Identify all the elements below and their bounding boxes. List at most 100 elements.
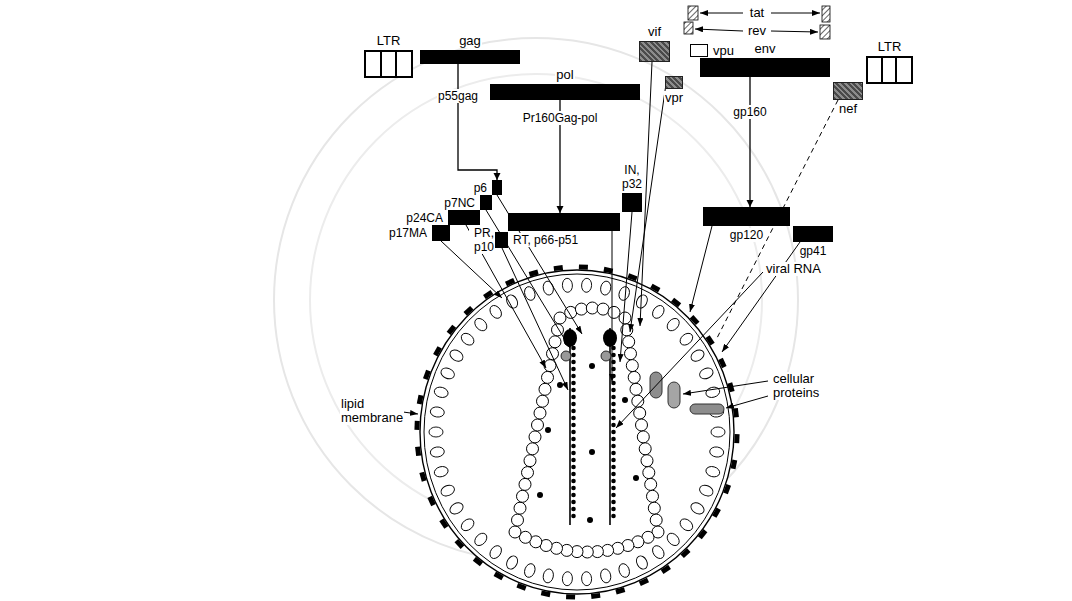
gene-bar: pol <box>490 84 640 100</box>
matrix-protein <box>562 278 573 293</box>
envelope-spike <box>639 578 649 586</box>
matrix-protein <box>448 500 465 516</box>
edge-label: p55gag <box>437 89 479 103</box>
nucleocapsid-dot <box>571 444 576 449</box>
protein-label: RT, p66-p51 <box>512 233 579 247</box>
ltr-divider <box>395 52 397 76</box>
nucleocapsid-dot <box>611 514 616 519</box>
matrix-protein <box>698 366 715 381</box>
rev-arrow <box>695 29 743 31</box>
leader-line <box>620 212 632 362</box>
nucleocapsid-dot <box>571 507 576 512</box>
envelope-spike <box>698 529 708 539</box>
capsid-protein <box>645 478 657 490</box>
capsid-protein <box>534 407 546 419</box>
arrow-head <box>557 206 564 213</box>
envelope-spike <box>447 325 457 335</box>
nucleocapsid-dot <box>571 437 576 442</box>
gene-label: pol <box>555 68 574 82</box>
envelope-spike <box>414 421 419 430</box>
gene-label: LTR <box>376 34 402 48</box>
capsid-protein <box>597 303 609 315</box>
envelope-spike <box>723 484 731 494</box>
capsid-protein <box>542 371 554 383</box>
tat-arrow <box>700 13 743 14</box>
protein-label: IN, p32 <box>621 163 643 191</box>
protein-bar: gp41 <box>793 226 833 242</box>
nucleocapsid-dot <box>571 514 576 519</box>
capsid-protein <box>539 383 551 395</box>
capsid-protein <box>639 443 651 455</box>
capsid-protein <box>647 490 659 502</box>
envelope-spike <box>483 290 493 299</box>
capsid-protein <box>650 514 662 526</box>
matrix-protein <box>678 517 695 534</box>
callout-label: viral RNA <box>765 262 822 276</box>
enzyme-blob <box>561 351 571 361</box>
nucleocapsid-dot <box>571 465 576 470</box>
nucleocapsid-dot <box>611 493 616 498</box>
matrix-protein <box>433 386 449 399</box>
envelope-spike <box>661 565 671 574</box>
protein-bar: RT, p66-p51 <box>508 213 620 231</box>
matrix-protein <box>488 303 504 320</box>
nucleocapsid-dot <box>571 458 576 463</box>
capsid-protein <box>549 336 561 348</box>
capsid-protein <box>641 455 653 467</box>
edge-line <box>749 77 750 207</box>
nucleocapsid-dot <box>571 374 576 379</box>
protein-label: PR, p10 <box>469 226 495 254</box>
matrix-protein <box>439 483 456 498</box>
leader-line <box>612 231 613 382</box>
leader-line <box>722 242 800 352</box>
envelope-spike <box>615 587 625 594</box>
envelope-spike <box>712 508 721 518</box>
nucleocapsid-dot <box>611 472 616 477</box>
nucleocapsid-dot <box>571 500 576 505</box>
capsid-protein <box>575 303 587 315</box>
edge-arrow <box>747 77 754 207</box>
nucleocapsid-dot <box>571 479 576 484</box>
leader-line <box>726 396 768 408</box>
envelope-spike <box>494 572 504 581</box>
envelope-spike <box>627 273 637 281</box>
nucleocapsid-dot <box>611 465 616 470</box>
nucleocapsid-dot <box>611 507 616 512</box>
capsid-protein <box>648 502 660 514</box>
protein-label: p7NC <box>443 196 476 210</box>
nucleocapsid-dot <box>611 423 616 428</box>
protein-bar: PR, p10 <box>495 232 508 248</box>
envelope-spike <box>439 518 448 528</box>
arrow-head <box>494 173 501 180</box>
matrix-protein <box>689 348 706 364</box>
capsid-protein <box>628 371 640 383</box>
protein-bar: p17MA <box>432 225 450 241</box>
capsid-protein <box>517 490 529 502</box>
protein-bar: p6 <box>492 180 502 195</box>
cellular-protein <box>668 382 680 408</box>
gene-bar: env <box>700 58 830 77</box>
matrix-protein <box>581 571 592 586</box>
envelope-spike <box>554 265 564 271</box>
ltr-divider <box>881 58 883 82</box>
nucleocapsid-dot <box>571 493 576 498</box>
matrix-protein <box>698 483 715 498</box>
gene-label: vif <box>647 25 662 39</box>
envelope-spike <box>566 594 575 599</box>
nc-dot <box>545 427 551 433</box>
capsid-protein <box>532 419 544 431</box>
gene-label: env <box>754 42 777 56</box>
matrix-protein <box>599 568 612 584</box>
matrix-protein <box>617 285 631 302</box>
nc-dot <box>589 449 595 455</box>
nucleocapsid-dot <box>571 486 576 491</box>
matrix-protein <box>634 554 649 571</box>
envelope-spike <box>731 459 738 469</box>
envelope-spike <box>671 298 681 308</box>
leader-line <box>403 412 418 414</box>
envelope-spike <box>579 264 588 269</box>
ltr-box: LTR <box>364 50 413 78</box>
capsid-protein <box>554 312 566 324</box>
rev-exon <box>684 22 693 34</box>
envelope-spike <box>423 370 431 380</box>
